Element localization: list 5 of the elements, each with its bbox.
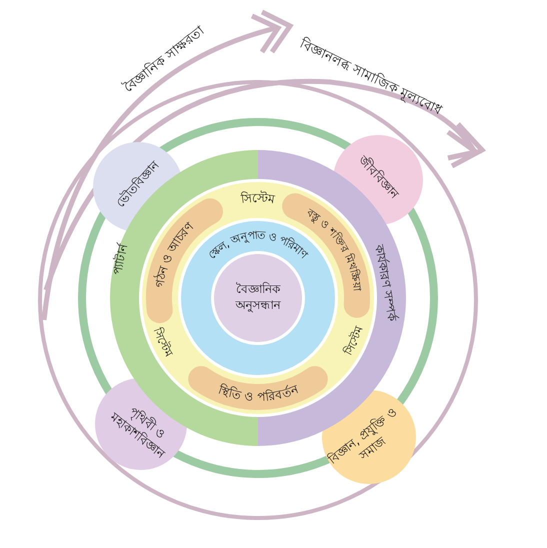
ring-label: বৈজ্ঞানিক অনুসন্ধান (234, 282, 282, 314)
pill-label: স্থিতি ও পরিবর্তন (216, 382, 300, 404)
ring-label: সিস্টেম (240, 190, 276, 206)
ring-label: প্যাটার্ন (109, 241, 132, 278)
ring-label: কার্যকারণ সম্পর্ক (371, 242, 400, 324)
